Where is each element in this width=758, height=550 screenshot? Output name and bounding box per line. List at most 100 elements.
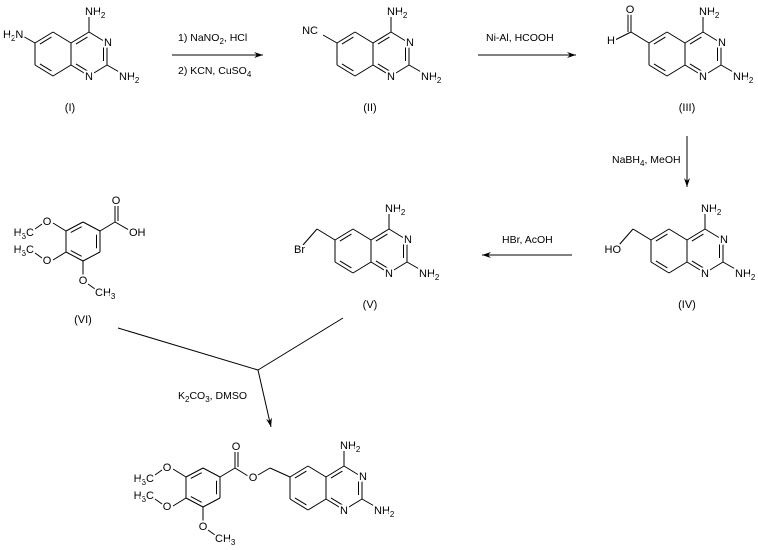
hydroxyl-label: HO <box>605 244 622 256</box>
ring-bond <box>702 31 722 44</box>
bond <box>618 228 634 246</box>
ring-bond <box>684 64 704 77</box>
step-2: Ni-Al, HCOOH <box>478 32 576 58</box>
bond <box>316 228 336 241</box>
amine-substituent-label: H2N <box>3 29 23 43</box>
oxygen-label: O <box>199 521 208 533</box>
nitrogen-label: N <box>85 71 93 83</box>
oxygen-label: O <box>163 462 172 474</box>
hydrogen-label: H <box>607 35 615 47</box>
double-bond-line <box>39 63 52 72</box>
double-bond-line <box>339 233 352 242</box>
ring-bond <box>354 64 374 77</box>
hydroxyl-label: OH <box>129 227 146 239</box>
bromine-label: Br <box>294 244 305 256</box>
methyl-label: H3C <box>134 473 154 487</box>
bond <box>172 468 187 478</box>
ring-bond <box>354 31 374 44</box>
double-bond-line <box>653 36 666 45</box>
ring-bond <box>88 31 108 44</box>
nitrogen-label: N <box>385 268 393 280</box>
ring-bond <box>370 228 390 241</box>
ring-bond <box>684 31 704 44</box>
double-bond-line <box>70 250 82 257</box>
double-bond-line <box>75 63 88 72</box>
double-bond-line <box>190 496 202 503</box>
ring-bond <box>202 497 221 508</box>
amino-group-label: NH2 <box>85 6 106 20</box>
compound-label: (I) <box>65 102 75 114</box>
nitrogen-label: N <box>340 505 348 517</box>
ring-bond <box>372 31 392 44</box>
ring-bond <box>34 31 54 44</box>
bond <box>614 31 632 41</box>
nitrogen-label: N <box>104 37 112 49</box>
oxygen-label: O <box>232 441 241 453</box>
methyl-label: H3C <box>134 490 154 504</box>
compound-label: (VI) <box>74 314 92 326</box>
ring-bond <box>65 221 84 232</box>
amino-group-label: NH2 <box>699 6 720 20</box>
amino-group-label: NH2 <box>421 71 442 85</box>
ring-bond <box>52 64 72 77</box>
ring-bond <box>88 64 108 77</box>
bond <box>630 31 650 44</box>
ring-bond <box>704 228 724 241</box>
ring-bond <box>343 498 363 511</box>
ring-bond <box>666 31 686 44</box>
bond <box>219 467 236 478</box>
ring-bond <box>650 228 670 241</box>
step-4: HBr, AcOH <box>482 234 572 258</box>
nitrogen-label: N <box>387 71 395 83</box>
nitrogen-label: N <box>699 71 707 83</box>
double-bond-line <box>655 260 668 269</box>
bond <box>234 467 249 477</box>
ring-bond <box>370 261 390 274</box>
double-bond-line <box>75 36 88 45</box>
ring-bond <box>202 467 221 478</box>
reaction-arrow <box>257 369 272 428</box>
methyl-label: H3C <box>14 244 34 258</box>
double-bond-line <box>653 63 666 72</box>
bond <box>52 251 67 261</box>
amino-group-label: NH2 <box>119 71 140 85</box>
amino-group-label: NH2 <box>387 6 408 20</box>
converging-line <box>257 317 344 371</box>
arrowhead-icon <box>567 52 576 58</box>
ring-bond <box>325 498 345 511</box>
arrowhead-icon <box>266 417 272 427</box>
ring-bond <box>70 64 90 77</box>
double-bond-line <box>339 260 352 269</box>
double-bond-line <box>330 470 343 479</box>
amine-bond <box>720 64 736 74</box>
reagent-label: K2CO3, DMSO <box>178 390 247 404</box>
oxygen-label: O <box>112 195 121 207</box>
bond <box>207 529 216 536</box>
ring-bond <box>686 228 706 241</box>
ring-bond <box>388 228 408 241</box>
ring-bond <box>704 261 724 274</box>
oxygen-label: O <box>163 501 172 513</box>
amino-group-label: NH2 <box>733 71 754 85</box>
ring-bond <box>185 497 204 508</box>
reagent-label: 2) KCN, CuSO4 <box>178 65 252 79</box>
nitrogen-label: N <box>718 37 726 49</box>
reagent-label: HBr, AcOH <box>502 234 553 246</box>
ring-bond <box>666 64 686 77</box>
nitrogen-label: N <box>406 37 414 49</box>
double-bond-line <box>689 36 702 45</box>
ring-bond <box>668 228 688 241</box>
ring-bond <box>390 31 410 44</box>
compound-label: (II) <box>363 102 376 114</box>
double-bond-line <box>691 260 704 269</box>
ring-bond <box>650 261 670 274</box>
ring-bond <box>686 261 706 274</box>
ring-bond <box>352 261 372 274</box>
double-bond-line <box>294 497 307 506</box>
bond <box>257 467 271 476</box>
double-bond-line <box>341 63 354 72</box>
ring-bond <box>307 498 327 511</box>
